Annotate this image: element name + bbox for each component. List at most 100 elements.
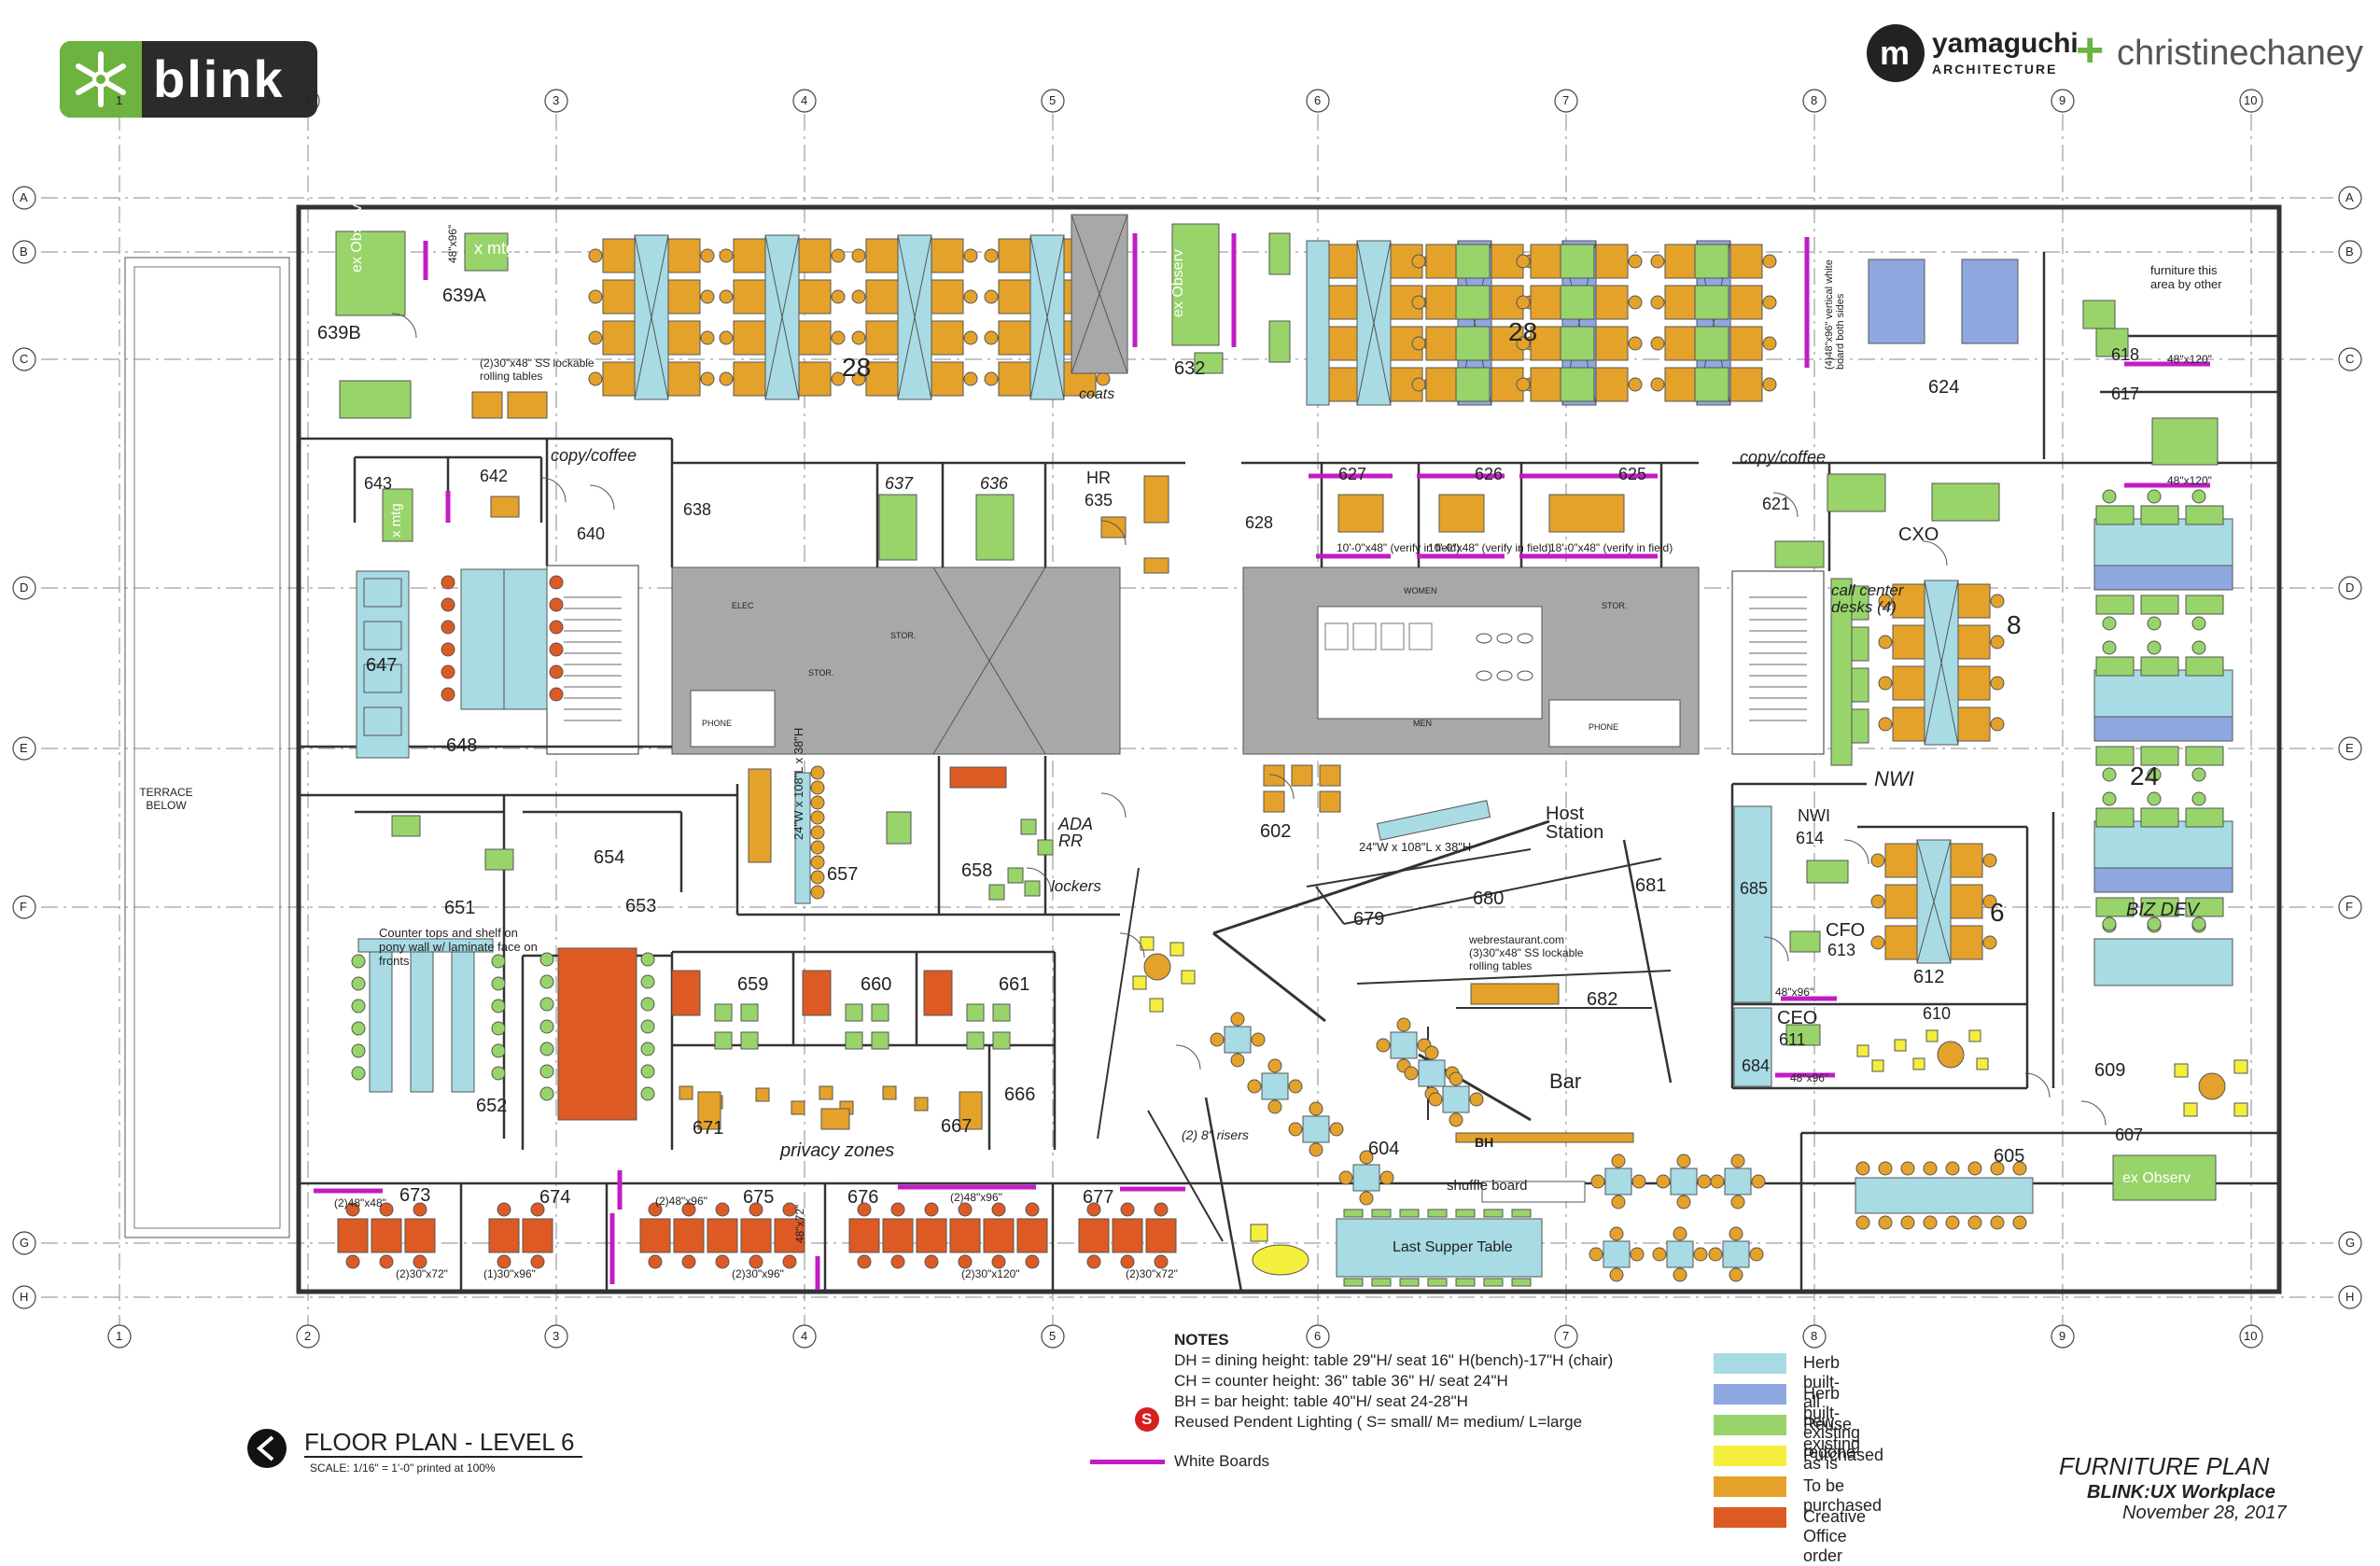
workstation-cluster-left-chair: [700, 248, 715, 263]
host-station: Host Station: [1546, 804, 1604, 843]
chair-640: [549, 620, 564, 635]
bizdev-desk: [2095, 505, 2135, 525]
grid-bubble: [544, 1324, 568, 1349]
workstation-cluster-left-desk: [931, 238, 964, 273]
workstation-cluster-left-chair: [700, 371, 715, 386]
dh-table-chair: [1449, 1071, 1463, 1086]
chair-610: [1976, 1057, 1989, 1070]
chair-meeting: [992, 1003, 1011, 1022]
label-bh: BH: [1475, 1135, 1494, 1150]
grid-bubble: [1554, 1324, 1578, 1349]
chair-605: [2012, 1161, 2027, 1176]
table-673: [404, 1218, 436, 1253]
table-675: [774, 1218, 805, 1253]
ch-table: [1224, 1026, 1252, 1054]
count-8: 8: [2007, 610, 2022, 639]
room-626: 626: [1475, 465, 1504, 483]
table-676-chair: [958, 1202, 973, 1217]
workstation-cluster-right-chair: [1516, 336, 1531, 351]
table-675-chair: [715, 1254, 730, 1269]
chair-605: [1967, 1215, 1982, 1230]
grid-bubble: [1041, 1324, 1065, 1349]
room-642: 642: [480, 467, 509, 485]
workstation-cluster-right-chair: [1628, 377, 1643, 392]
desk-652: [410, 951, 434, 1093]
copy-coffee-left: copy/coffee: [551, 446, 637, 465]
ss-tables-note: (2)30"x48" SS lockable rolling tables: [480, 357, 595, 383]
workstation-cluster-left-chair: [719, 289, 734, 304]
table-676: [983, 1218, 1015, 1253]
grid-col-label: 8: [1811, 1329, 1818, 1343]
call-center-cluster-desk: [1957, 665, 1991, 701]
last-supper-table-top: [1336, 1218, 1543, 1278]
bizdev-spine-b: [2093, 716, 2233, 742]
ikea-671: [697, 1091, 721, 1130]
room-627: 627: [1338, 465, 1367, 483]
room-666: 666: [1004, 1084, 1036, 1105]
call-center-cluster-chair: [1878, 717, 1893, 732]
workstation-cluster-right-chair: [1516, 377, 1531, 392]
stair-right: [1731, 570, 1825, 755]
chair-609: [2183, 1102, 2198, 1117]
workstation-cluster-left-desk: [998, 279, 1031, 315]
vif-note-3: 18'-0"x48" (verify in field): [1549, 541, 1673, 554]
table-673-chair: [379, 1254, 394, 1269]
legend-label: Reuse existing as is: [1803, 1415, 1861, 1473]
table-673: [371, 1218, 402, 1253]
chair-605: [1900, 1215, 1915, 1230]
chair-meeting: [871, 1031, 889, 1050]
restroom-stall: [1352, 622, 1377, 650]
dh-table-chair: [1469, 1092, 1484, 1107]
bizdev-desk: [2095, 746, 2135, 766]
table-675: [673, 1218, 705, 1253]
table-676: [1016, 1218, 1048, 1253]
chair-652: [491, 954, 506, 969]
ch-table-chair: [1288, 1122, 1303, 1137]
table-674-chair: [497, 1202, 511, 1217]
vif-note-2: 10'-0"x48" (verify in field): [1428, 541, 1552, 554]
door-swing: [1026, 867, 1052, 893]
table-675: [740, 1218, 772, 1253]
bizdev-desk: [2140, 807, 2179, 828]
chair-653: [640, 1064, 655, 1079]
chair-653: [539, 1086, 554, 1101]
cafe-round-chair: [1149, 998, 1164, 1013]
chair-605: [1945, 1215, 1960, 1230]
chair-605: [2012, 1215, 2027, 1230]
host-counter-wall: [1212, 819, 1550, 935]
grid-bubble: [12, 895, 36, 919]
host-counter-inner: [1315, 886, 1345, 925]
door-swing: [1843, 839, 1869, 865]
chair-605: [1855, 1161, 1870, 1176]
workstation-cluster-right-desk: [1324, 367, 1358, 402]
room-lockers: lockers: [1051, 877, 1101, 895]
workstation-cluster-left-desk: [998, 238, 1031, 273]
grid-col-label: 2: [304, 1329, 312, 1343]
dh-ch-table-chair: [1710, 1174, 1725, 1189]
table-note-1-30x96: (1)30"x96": [483, 1267, 536, 1280]
rolling-table-b: [507, 391, 548, 419]
chair-652: [351, 1021, 366, 1036]
webres-note: webrestaurant.com (3)30"x48" SS lockable…: [1469, 933, 1584, 972]
legend-swatch: [1714, 1446, 1786, 1466]
door-swing: [1100, 520, 1127, 546]
cluster-6-chair: [1982, 935, 1997, 950]
door-swing: [2080, 1100, 2107, 1126]
chair-640: [441, 620, 455, 635]
sink: [1476, 633, 1492, 644]
call-center-cluster-desk: [1957, 583, 1991, 619]
room-674: 674: [539, 1187, 571, 1208]
grid-bubble: [107, 1324, 132, 1349]
dh-ch-table-chair: [1589, 1247, 1603, 1262]
table-677-chair: [1154, 1202, 1169, 1217]
cluster-6-desk: [1884, 843, 1918, 878]
north-arrow-icon: [245, 1426, 289, 1471]
workstation-cluster-right-desk: [1530, 367, 1563, 402]
chair-605: [1990, 1215, 2005, 1230]
workstation-cluster-right-desk: [1729, 244, 1763, 279]
workstation-cluster-left-chair: [984, 248, 999, 263]
chair-652: [351, 954, 366, 969]
call-center-cluster-desk: [1892, 624, 1925, 660]
host-counter-wall: [1212, 931, 1326, 1023]
dh-ch-table-chair: [1693, 1247, 1708, 1262]
